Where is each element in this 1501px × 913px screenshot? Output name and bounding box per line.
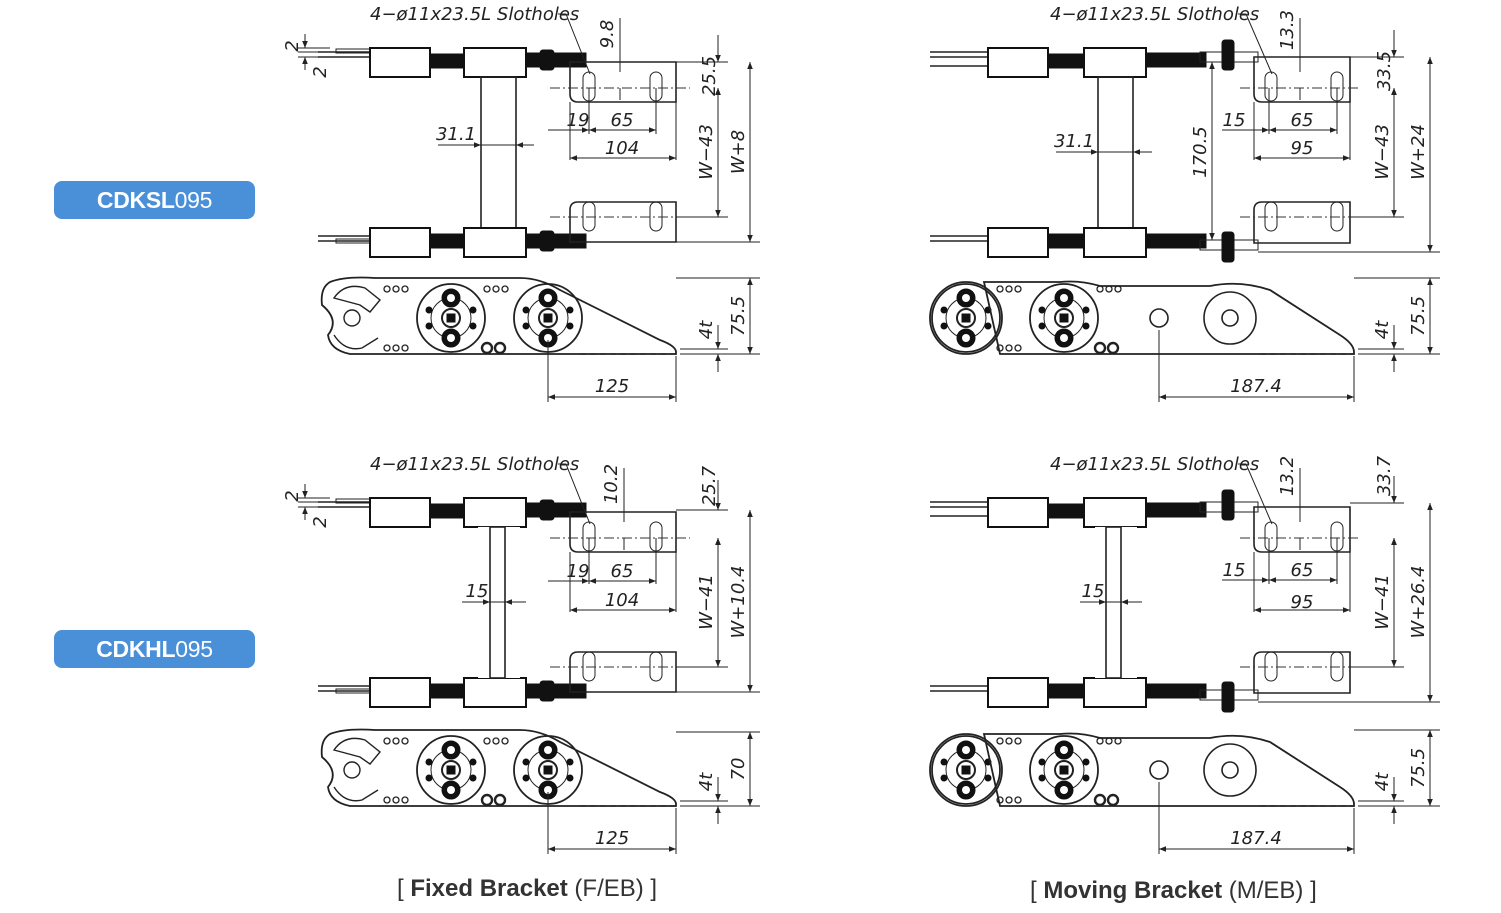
slot-note: 4−ø11x23.5L Slotholes <box>1050 4 1259 25</box>
dim-65: 65 <box>1291 110 1314 131</box>
caption-code: (M/EB) <box>1228 877 1304 904</box>
dim-link-width: 31.1 <box>436 124 476 145</box>
dim-thickness: 4t <box>696 772 717 791</box>
dim-w-plus: W+10.4 <box>728 566 749 639</box>
dim-104: 104 <box>605 590 639 611</box>
dim-slot-offset: 10.2 <box>601 464 622 504</box>
dim-w-minus: W−41 <box>1372 574 1393 630</box>
dim-link-width: 31.1 <box>1054 131 1094 152</box>
dim-height: 75.5 <box>1408 296 1429 336</box>
dim-w-minus: W−43 <box>1372 124 1393 180</box>
dim-height: 75.5 <box>728 296 749 336</box>
dim-bracket-edge: 33.7 <box>1374 455 1395 496</box>
slot-note: 4−ø11x23.5L Slotholes <box>1050 454 1259 475</box>
dim-65: 65 <box>611 110 634 131</box>
dim-length: 187.4 <box>1230 376 1282 397</box>
dim-height: 75.5 <box>1408 748 1429 788</box>
dim-slot-offset: 13.2 <box>1277 456 1298 496</box>
caption-bold: Moving Bracket <box>1043 877 1223 904</box>
dim-95: 95 <box>1291 592 1314 613</box>
dim-height: 70 <box>728 758 749 781</box>
dim-104: 104 <box>605 138 639 159</box>
dim-w-plus: W+24 <box>1408 124 1429 180</box>
caption-moving-bracket: [ Moving Bracket (M/EB) ] <box>1030 877 1317 904</box>
dim-15: 15 <box>1223 110 1246 131</box>
drawing-moving-hl: 4−ø11x23.5L Slotholes 13.2 33.7 15 15 65… <box>930 454 1440 854</box>
dim-slot-offset: 13.3 <box>1277 10 1298 50</box>
dim-19: 19 <box>567 561 590 582</box>
dim-65: 65 <box>611 561 634 582</box>
dim-top-gap: 2 <box>282 40 303 51</box>
dim-w-minus: W−41 <box>696 574 717 630</box>
model-name-bold: CDKSL <box>96 186 175 213</box>
dim-length: 125 <box>595 376 629 397</box>
drawing-moving-sl: 4−ø11x23.5L Slotholes 13.3 33.5 31.1 170… <box>930 4 1440 402</box>
model-name-bold: CDKHL <box>96 635 176 662</box>
dim-thickness: 4t <box>1372 772 1393 791</box>
dim-w-plus: W+8 <box>728 130 749 174</box>
dim-length: 125 <box>595 828 629 849</box>
dim-thickness: 4t <box>696 320 717 339</box>
dim-15: 15 <box>1223 560 1246 581</box>
dim-pin-span: 170.5 <box>1190 126 1211 178</box>
model-name-size: 095 <box>175 635 213 662</box>
caption-fixed-bracket: [ Fixed Bracket (F/EB) ] <box>397 875 658 902</box>
dim-length: 187.4 <box>1230 828 1282 849</box>
dim-top-gap-2: 2 <box>310 516 331 527</box>
caption-bold: Fixed Bracket <box>410 875 568 902</box>
dim-w-minus: W−43 <box>696 124 717 180</box>
slot-note: 4−ø11x23.5L Slotholes <box>370 454 579 475</box>
slot-note: 4−ø11x23.5L Slotholes <box>370 4 579 25</box>
drawing-fixed-sl: 4−ø11x23.5L Slotholes 2 2 9.8 25.5 31.1 … <box>282 4 760 402</box>
caption-code: (F/EB) <box>574 875 644 902</box>
dim-bracket-edge: 25.5 <box>699 56 720 96</box>
dim-w-plus: W+26.4 <box>1408 566 1429 639</box>
drawing-fixed-hl: 4−ø11x23.5L Slotholes 2 2 10.2 25.7 15 1… <box>282 454 760 854</box>
dim-19: 19 <box>567 110 590 131</box>
dim-95: 95 <box>1291 138 1314 159</box>
dim-bracket-edge: 33.5 <box>1374 51 1395 91</box>
dim-65: 65 <box>1291 560 1314 581</box>
dim-top-gap-2: 2 <box>310 66 331 77</box>
dim-bracket-edge: 25.7 <box>699 465 720 506</box>
dim-link-width: 15 <box>1082 581 1105 602</box>
dim-slot-offset: 9.8 <box>597 20 618 49</box>
dim-thickness: 4t <box>1372 320 1393 339</box>
dim-link-width: 15 <box>466 581 489 602</box>
model-name-size: 095 <box>174 186 213 213</box>
dim-top-gap: 2 <box>282 490 303 501</box>
